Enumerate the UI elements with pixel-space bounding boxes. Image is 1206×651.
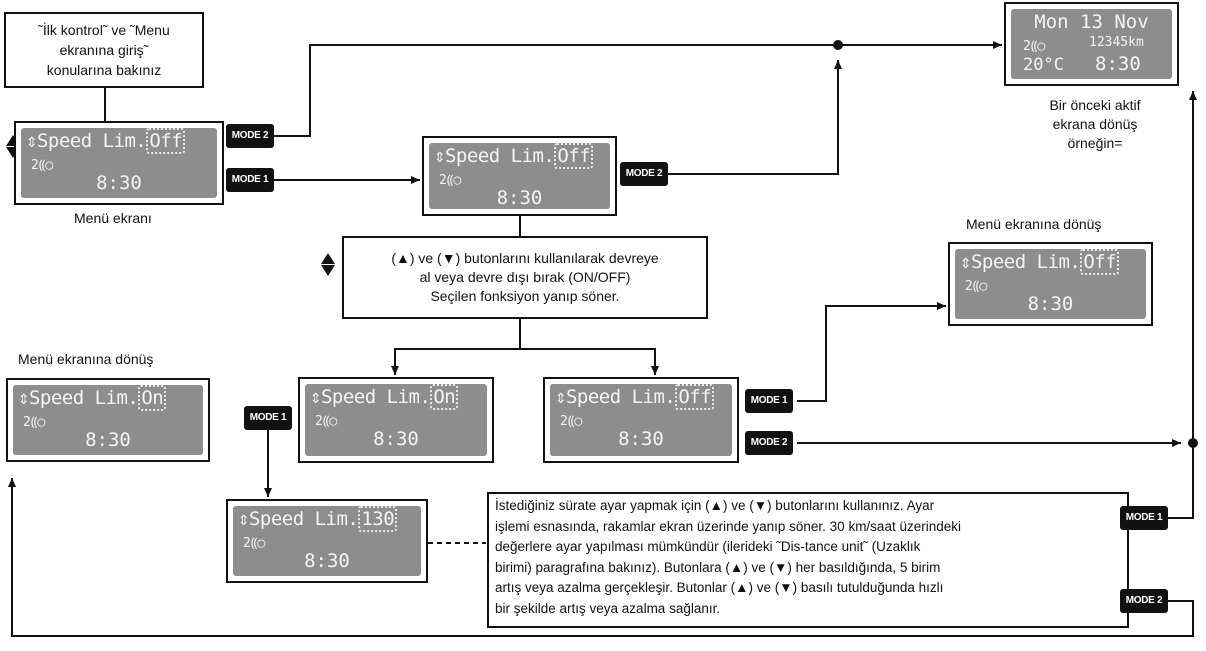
return-menu-screen-off: ⇕Speed Lim.Off 2⸨◯ 8:30 bbox=[948, 242, 1153, 326]
lcd-time: 8:30 bbox=[618, 428, 664, 450]
lcd-time: 8:30 bbox=[85, 429, 131, 451]
speed-note: İstediğiniz sürate ayar yapmak için (▲) … bbox=[487, 492, 1129, 628]
toggle-note-line-1: (▲) ve (▼) butonlarını kullanılarak devr… bbox=[391, 250, 659, 266]
lcd-title: ⇕Speed Lim. bbox=[18, 387, 139, 409]
lcd-title: ⇕Speed Lim. bbox=[238, 508, 359, 530]
lcd-value: Off bbox=[554, 143, 594, 169]
on-option-screen: ⇕Speed Lim.On 2⸨◯ 8:30 bbox=[298, 377, 494, 463]
previous-caption: Bir önceki aktif ekrana dönüş örneğin= bbox=[1020, 96, 1170, 153]
previous-caption-line-3: örneğin= bbox=[1067, 135, 1123, 151]
lcd-time: 8:30 bbox=[496, 187, 543, 209]
lcd-display: ⇕Speed Lim.130 2⸨◯ 8:30 bbox=[233, 506, 421, 576]
speed-note-line-6: bir şekilde artış veya azalma sağlanır. bbox=[495, 600, 721, 616]
lcd-status: 2⸨◯ bbox=[560, 414, 583, 429]
lcd-value: 130 bbox=[358, 506, 398, 532]
lcd-display: ⇕Speed Lim.Off 2⸨◯ 8:30 bbox=[550, 384, 732, 456]
previous-caption-line-1: Bir önceki aktif bbox=[1049, 97, 1141, 113]
lcd-title: ⇕Speed Lim. bbox=[26, 130, 147, 152]
previous-screen: Mon 13 Nov 2⸨◯ 12345km 20°C 8:30 bbox=[1004, 2, 1179, 86]
lcd-title: ⇕Speed Lim. bbox=[310, 386, 431, 408]
mode2-button[interactable]: MODE 2 bbox=[1120, 589, 1168, 613]
mode1-button[interactable]: MODE 1 bbox=[745, 389, 793, 413]
connector-menu-mode2 bbox=[272, 44, 838, 137]
previous-caption-line-2: ekrana dönüş bbox=[1052, 116, 1138, 132]
return-top-caption: Menü ekranına dönüş bbox=[966, 216, 1102, 232]
mode1-button[interactable]: MODE 1 bbox=[226, 168, 274, 192]
lcd-value: Off bbox=[146, 128, 186, 154]
lcd-display: Mon 13 Nov 2⸨◯ 12345km 20°C 8:30 bbox=[1011, 9, 1172, 79]
lcd-time: 8:30 bbox=[373, 428, 419, 450]
lcd-value: On bbox=[430, 384, 459, 410]
lcd-value: On bbox=[138, 385, 167, 411]
speed-set-screen: ⇕Speed Lim.130 2⸨◯ 8:30 bbox=[226, 499, 428, 583]
lcd-status: 2⸨◯ bbox=[315, 414, 338, 429]
lcd-value: Off bbox=[1080, 249, 1120, 275]
toggle-note: (▲) ve (▼) butonlarını kullanılarak devr… bbox=[342, 236, 708, 319]
lcd-display: ⇕Speed Lim.Off 2⸨◯ 8:30 bbox=[21, 128, 217, 198]
toggle-note-line-3: Seçilen fonksiyon yanıp söner. bbox=[430, 288, 620, 304]
lcd-odometer: 12345km bbox=[1089, 35, 1144, 50]
lcd-status: 2⸨◯ bbox=[31, 158, 54, 173]
connector-step2-mode2 bbox=[668, 60, 842, 175]
toggle-note-line-2: al veya devre dışı bırak (ON/OFF) bbox=[419, 269, 631, 285]
up-down-arrows-icon bbox=[321, 252, 335, 277]
lcd-date: Mon 13 Nov bbox=[1034, 11, 1149, 33]
mode2-button[interactable]: MODE 2 bbox=[620, 162, 668, 186]
lcd-status: 2⸨◯ bbox=[23, 415, 46, 430]
lcd-display: ⇕Speed Lim.Off 2⸨◯ 8:30 bbox=[429, 143, 610, 209]
return-menu-screen-on: ⇕Speed Lim.On 2⸨◯ 8:30 bbox=[6, 378, 210, 462]
lcd-display: ⇕Speed Lim.On 2⸨◯ 8:30 bbox=[13, 385, 203, 455]
lcd-title: ⇕Speed Lim. bbox=[555, 386, 676, 408]
intro-note: ˜İlk kontrol˜ ve ˜Menu ekranına giriş˜ k… bbox=[4, 12, 204, 88]
speed-note-line-4: birimi) paragrafına bakınız). Butonlara … bbox=[495, 559, 941, 575]
off-option-screen: ⇕Speed Lim.Off 2⸨◯ 8:30 bbox=[543, 377, 739, 463]
return-left-caption: Menü ekranına dönüş bbox=[18, 351, 154, 367]
lcd-value: Off bbox=[675, 384, 715, 410]
mode1-button[interactable]: MODE 1 bbox=[244, 406, 292, 430]
lcd-time: 8:30 bbox=[1095, 53, 1141, 75]
speed-note-line-3: değerlere ayar yapılması mümkündür (iler… bbox=[495, 539, 921, 554]
mode1-button[interactable]: MODE 1 bbox=[1120, 506, 1168, 530]
speed-limit-screen: ⇕Speed Lim.Off 2⸨◯ 8:30 bbox=[422, 136, 617, 216]
connector-off-mode1 bbox=[797, 302, 946, 402]
lcd-title: ⇕Speed Lim. bbox=[960, 251, 1081, 273]
lcd-temperature: 20°C bbox=[1023, 55, 1064, 75]
connector-speed-mode1 bbox=[1164, 91, 1197, 519]
speed-note-line-1: İstediğiniz sürate ayar yapmak için (▲) … bbox=[495, 498, 935, 513]
intro-note-line-2: ekranına giriş˜ bbox=[59, 42, 149, 58]
menu-screen: ⇕Speed Lim.Off 2⸨◯ 8:30 bbox=[14, 121, 224, 205]
lcd-display: ⇕Speed Lim.Off 2⸨◯ 8:30 bbox=[955, 249, 1146, 319]
lcd-status: 2⸨◯ bbox=[243, 536, 266, 551]
lcd-status: 2⸨◯ bbox=[965, 279, 988, 294]
speed-note-line-5: artış veya azalma gerçekleşir. Butonlar … bbox=[495, 580, 944, 595]
junction-dot-right bbox=[1188, 438, 1198, 448]
lcd-status: 2⸨◯ bbox=[1023, 39, 1046, 54]
speed-note-line-2: işlemi esnasında, rakamlar ekran üzerind… bbox=[495, 518, 961, 534]
menu-caption: Menü ekranı bbox=[74, 210, 152, 226]
intro-note-line-1: ˜İlk kontrol˜ ve ˜Menu bbox=[38, 22, 170, 38]
lcd-time: 8:30 bbox=[1027, 293, 1074, 315]
mode2-button[interactable]: MODE 2 bbox=[745, 431, 793, 455]
connector-speed-mode2 bbox=[7, 478, 1194, 637]
up-down-arrows-icon bbox=[6, 134, 20, 159]
junction-dot-top bbox=[833, 40, 843, 50]
connector-split-off bbox=[520, 348, 659, 375]
lcd-display: ⇕Speed Lim.On 2⸨◯ 8:30 bbox=[305, 384, 487, 456]
connector-split-on bbox=[391, 319, 521, 375]
mode2-button[interactable]: MODE 2 bbox=[226, 124, 274, 148]
intro-note-line-3: konularına bakınız bbox=[46, 62, 162, 78]
lcd-time: 8:30 bbox=[304, 550, 350, 572]
lcd-status: 2⸨◯ bbox=[439, 173, 462, 188]
lcd-time: 8:30 bbox=[96, 172, 142, 194]
lcd-title: ⇕Speed Lim. bbox=[434, 145, 555, 167]
